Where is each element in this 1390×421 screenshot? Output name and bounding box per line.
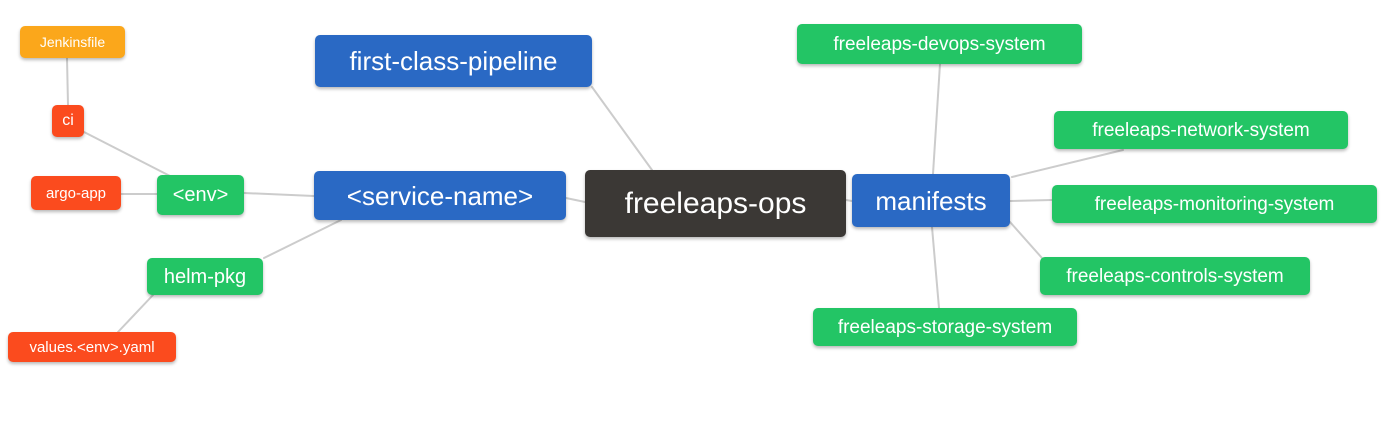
edge-helm-pkg-service-name [263,219,342,259]
node-ci[interactable]: ci [52,105,84,137]
node-jenkinsfile[interactable]: Jenkinsfile [20,26,125,58]
node-argo-app[interactable]: argo-app [31,176,121,210]
edge-ci-env [83,131,171,177]
edge-first-class-pipeline-freeleaps-ops [591,86,653,171]
edge-env-service-name [243,192,315,197]
node-manifests[interactable]: manifests [852,174,1010,227]
node-monitoring-system[interactable]: freeleaps-monitoring-system [1052,185,1377,223]
edge-service-name-freeleaps-ops [565,197,586,203]
edge-manifests-monitoring-system [1009,199,1053,202]
edge-manifests-devops-system [932,63,941,175]
edge-values-env-yaml-helm-pkg [117,294,154,333]
node-service-name[interactable]: <service-name> [314,171,566,220]
edge-manifests-controls-system [1009,221,1043,259]
node-controls-system[interactable]: freeleaps-controls-system [1040,257,1310,295]
node-values-env-yaml[interactable]: values.<env>.yaml [8,332,176,362]
node-helm-pkg[interactable]: helm-pkg [147,258,263,295]
node-freeleaps-ops[interactable]: freeleaps-ops [585,170,846,237]
node-network-system[interactable]: freeleaps-network-system [1054,111,1348,149]
node-first-class-pipeline[interactable]: first-class-pipeline [315,35,592,87]
edge-manifests-network-system [1011,149,1124,178]
edge-freeleaps-ops-manifests [845,199,853,202]
edge-manifests-storage-system [931,226,940,309]
node-devops-system[interactable]: freeleaps-devops-system [797,24,1082,64]
node-storage-system[interactable]: freeleaps-storage-system [813,308,1077,346]
node-env[interactable]: <env> [157,175,244,215]
edge-jenkinsfile-ci [66,57,69,106]
